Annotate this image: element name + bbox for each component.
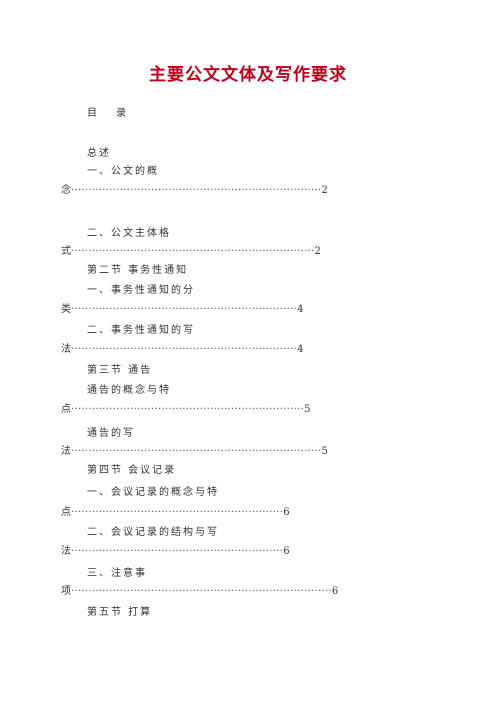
page-number: 6 [331,586,339,597]
toc-entry-tail: 类 [61,304,71,315]
toc-entry: 三、注意事 [87,568,147,579]
document-title: 主要公文文体及写作要求 [149,65,347,85]
toc-entry-tail: 项 [61,586,71,597]
page-number: 6 [283,546,290,557]
toc-entry-tail: 法 [61,446,71,457]
toc-entry: 二、公文主体格 [87,228,171,239]
toc-entry-tail: 式 [61,246,71,257]
leader-dots: ········································… [71,446,322,457]
toc-entry-tail: 点 [61,404,71,415]
toc-entry: 通告的写 [87,428,135,439]
toc-entry-continuation: 法·······································… [61,446,328,458]
toc-entry: 二、事务性通知的写 [87,325,195,336]
page-number: 4 [297,344,304,355]
toc-entry: 一、会议记录的概念与特 [87,487,219,498]
toc-section: 第三节 通告 [87,365,153,376]
page-number: 5 [321,446,328,457]
toc-entry: 总述 [87,148,111,159]
toc-entry-continuation: 法·······································… [61,546,290,558]
page-number: 2 [321,185,328,196]
toc-entry: 一、公文的概 [87,166,159,177]
page-number: 5 [304,404,311,415]
toc-entry-continuation: 法·······································… [61,344,304,356]
toc-entry-tail: 法 [61,546,71,557]
toc-entry-continuation: 式·······································… [61,246,321,258]
toc-entry-continuation: 类·······································… [61,304,304,316]
toc-heading: 目 录 [87,108,135,119]
toc-section: 第五节 打算 [87,607,153,618]
toc-entry-tail: 念 [61,185,71,196]
toc-entry-continuation: 点·······································… [61,404,310,416]
toc-section: 第二节 事务性通知 [87,265,189,276]
toc-entry: 二、会议记录的结构与写 [87,527,219,538]
leader-dots: ········································… [71,344,298,355]
leader-dots: ········································… [71,246,315,257]
toc-entry-continuation: 念·······································… [61,185,328,197]
toc-entry-tail: 点 [61,507,71,518]
leader-dots: ········································… [71,404,305,415]
toc-section: 第四节 会议记录 [87,465,177,476]
leader-dots: ········································… [71,185,322,196]
page-number: 2 [314,246,321,257]
toc-entry: 通告的概念与特 [87,385,171,396]
page-number: 4 [297,304,304,315]
toc-entry: 一、事务性通知的分 [87,285,195,296]
toc-entry-continuation: 点·······································… [61,507,290,519]
leader-dots: ········································… [71,586,332,597]
page-number: 6 [283,507,290,518]
toc-entry-tail: 法 [61,344,71,355]
toc-entry-continuation: 项·······································… [61,586,338,598]
leader-dots: ········································… [71,507,284,518]
leader-dots: ········································… [71,546,284,557]
leader-dots: ········································… [71,304,298,315]
